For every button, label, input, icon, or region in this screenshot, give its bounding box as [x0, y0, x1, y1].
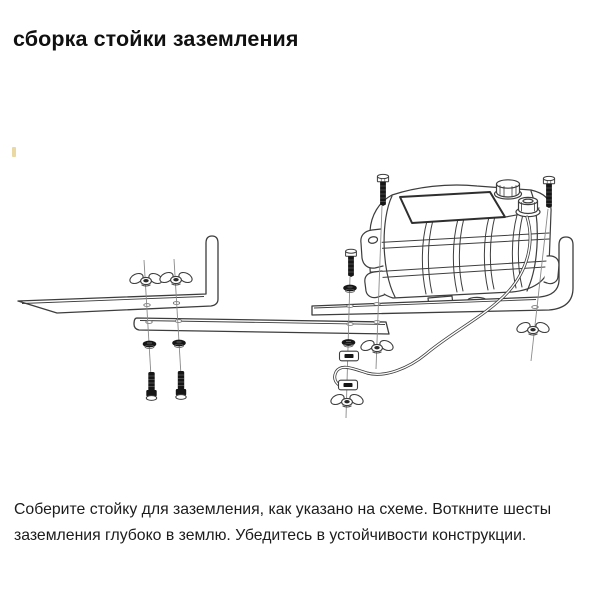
mounting-lug-left-lower [364, 270, 385, 299]
scan-artifact-mark [12, 147, 16, 157]
assembly-diagram [17, 173, 574, 419]
left-ground-stake [17, 235, 219, 314]
ground-cable [333, 215, 532, 388]
device-ribs [421, 213, 524, 295]
device-top-panel [399, 191, 506, 224]
instruction-line-1: Соберите стойку для заземления, как указ… [14, 501, 552, 518]
instruction-line-2: заземления глубоко в землю. Убедитесь в … [14, 527, 527, 544]
carriage-bolt [175, 370, 187, 400]
flange-nut [341, 338, 356, 348]
cable-terminal-cap [515, 196, 541, 218]
cross-plate [133, 317, 390, 335]
wing-nut [157, 269, 195, 286]
carriage-bolt [145, 371, 158, 401]
page-title: сборка стойки заземления [13, 27, 299, 51]
flange-nut [142, 340, 157, 349]
cable-clamp [338, 350, 360, 362]
device-unit [360, 179, 560, 308]
mounting-lug-left-upper [360, 228, 384, 269]
filler-cap [493, 179, 523, 200]
cable-clamp [337, 379, 359, 391]
instruction-text: Соберите стойку для заземления, как указ… [14, 497, 551, 549]
wing-nut [127, 270, 165, 287]
hex-bolt [345, 248, 357, 278]
flange-nut [342, 284, 358, 293]
wing-nut [514, 319, 552, 336]
flange-nut [171, 339, 187, 348]
mounting-lug-right [543, 255, 560, 285]
